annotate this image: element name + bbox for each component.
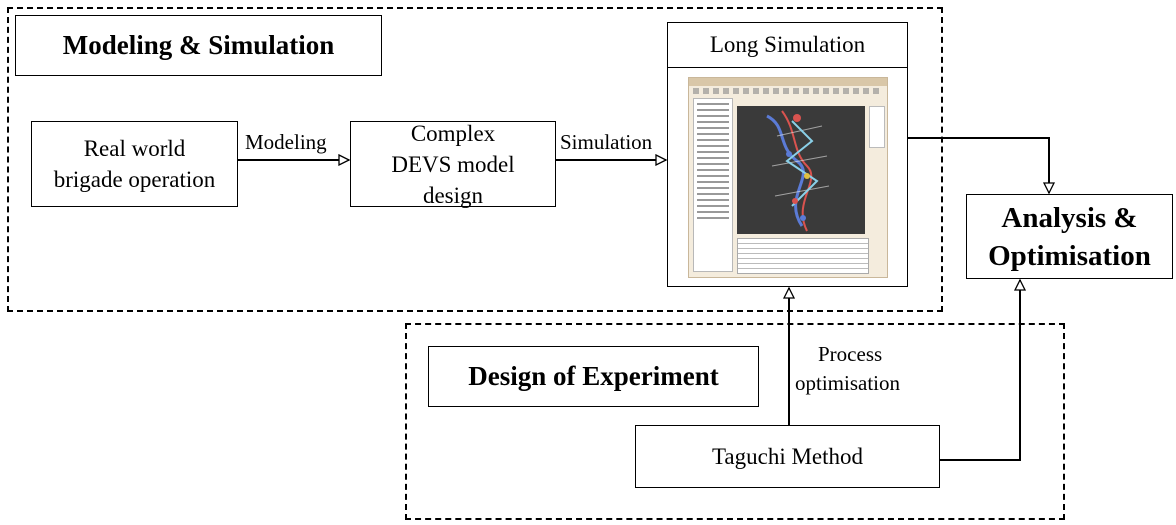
analysis-optimisation-node: Analysis & Optimisation xyxy=(966,194,1173,279)
analysis-line-2: Optimisation xyxy=(988,239,1151,272)
devs-model-node: Complex DEVS model design xyxy=(350,120,556,208)
devs-model-line-2: DEVS model xyxy=(391,151,515,177)
arrow-to-analysis xyxy=(908,137,1049,193)
modeling-simulation-title-text: Modeling & Simulation xyxy=(62,30,335,60)
long-simulation-label: Long Simulation xyxy=(709,32,866,57)
arrow-taguchi-to-analysis xyxy=(940,280,1020,461)
simulation-screenshot xyxy=(688,77,888,278)
modeling-simulation-title: Modeling & Simulation xyxy=(15,15,382,76)
screenshot-table xyxy=(737,238,869,274)
screenshot-side-panel xyxy=(869,106,885,148)
devs-model-line-1: Complex xyxy=(410,120,496,146)
devs-model-line-3: design xyxy=(422,182,484,208)
edge-label-simulation: Simulation xyxy=(560,130,653,154)
design-of-experiment-region xyxy=(405,323,1065,520)
screenshot-map-graphic xyxy=(737,106,865,234)
real-world-node: Real world brigade operation xyxy=(31,121,238,207)
long-simulation-header: Long Simulation xyxy=(667,22,908,68)
design-of-experiment-title-text: Design of Experiment xyxy=(468,361,719,391)
edge-label-modeling: Modeling xyxy=(245,130,327,154)
edge-label-optimisation: optimisation xyxy=(795,371,900,395)
taguchi-method-node: Taguchi Method xyxy=(635,425,940,488)
edge-label-process: Process xyxy=(818,342,883,366)
modeling-simulation-region xyxy=(7,7,943,312)
design-of-experiment-title: Design of Experiment xyxy=(428,346,759,407)
screenshot-toolbar xyxy=(693,88,883,94)
real-world-line-2: brigade operation xyxy=(53,167,216,192)
screenshot-map-view xyxy=(737,106,865,234)
real-world-line-1: Real world xyxy=(83,136,186,161)
screenshot-titlebar xyxy=(689,78,887,86)
analysis-line-1: Analysis & xyxy=(1001,201,1138,234)
taguchi-method-label: Taguchi Method xyxy=(711,443,864,469)
screenshot-tree-panel xyxy=(693,98,733,272)
